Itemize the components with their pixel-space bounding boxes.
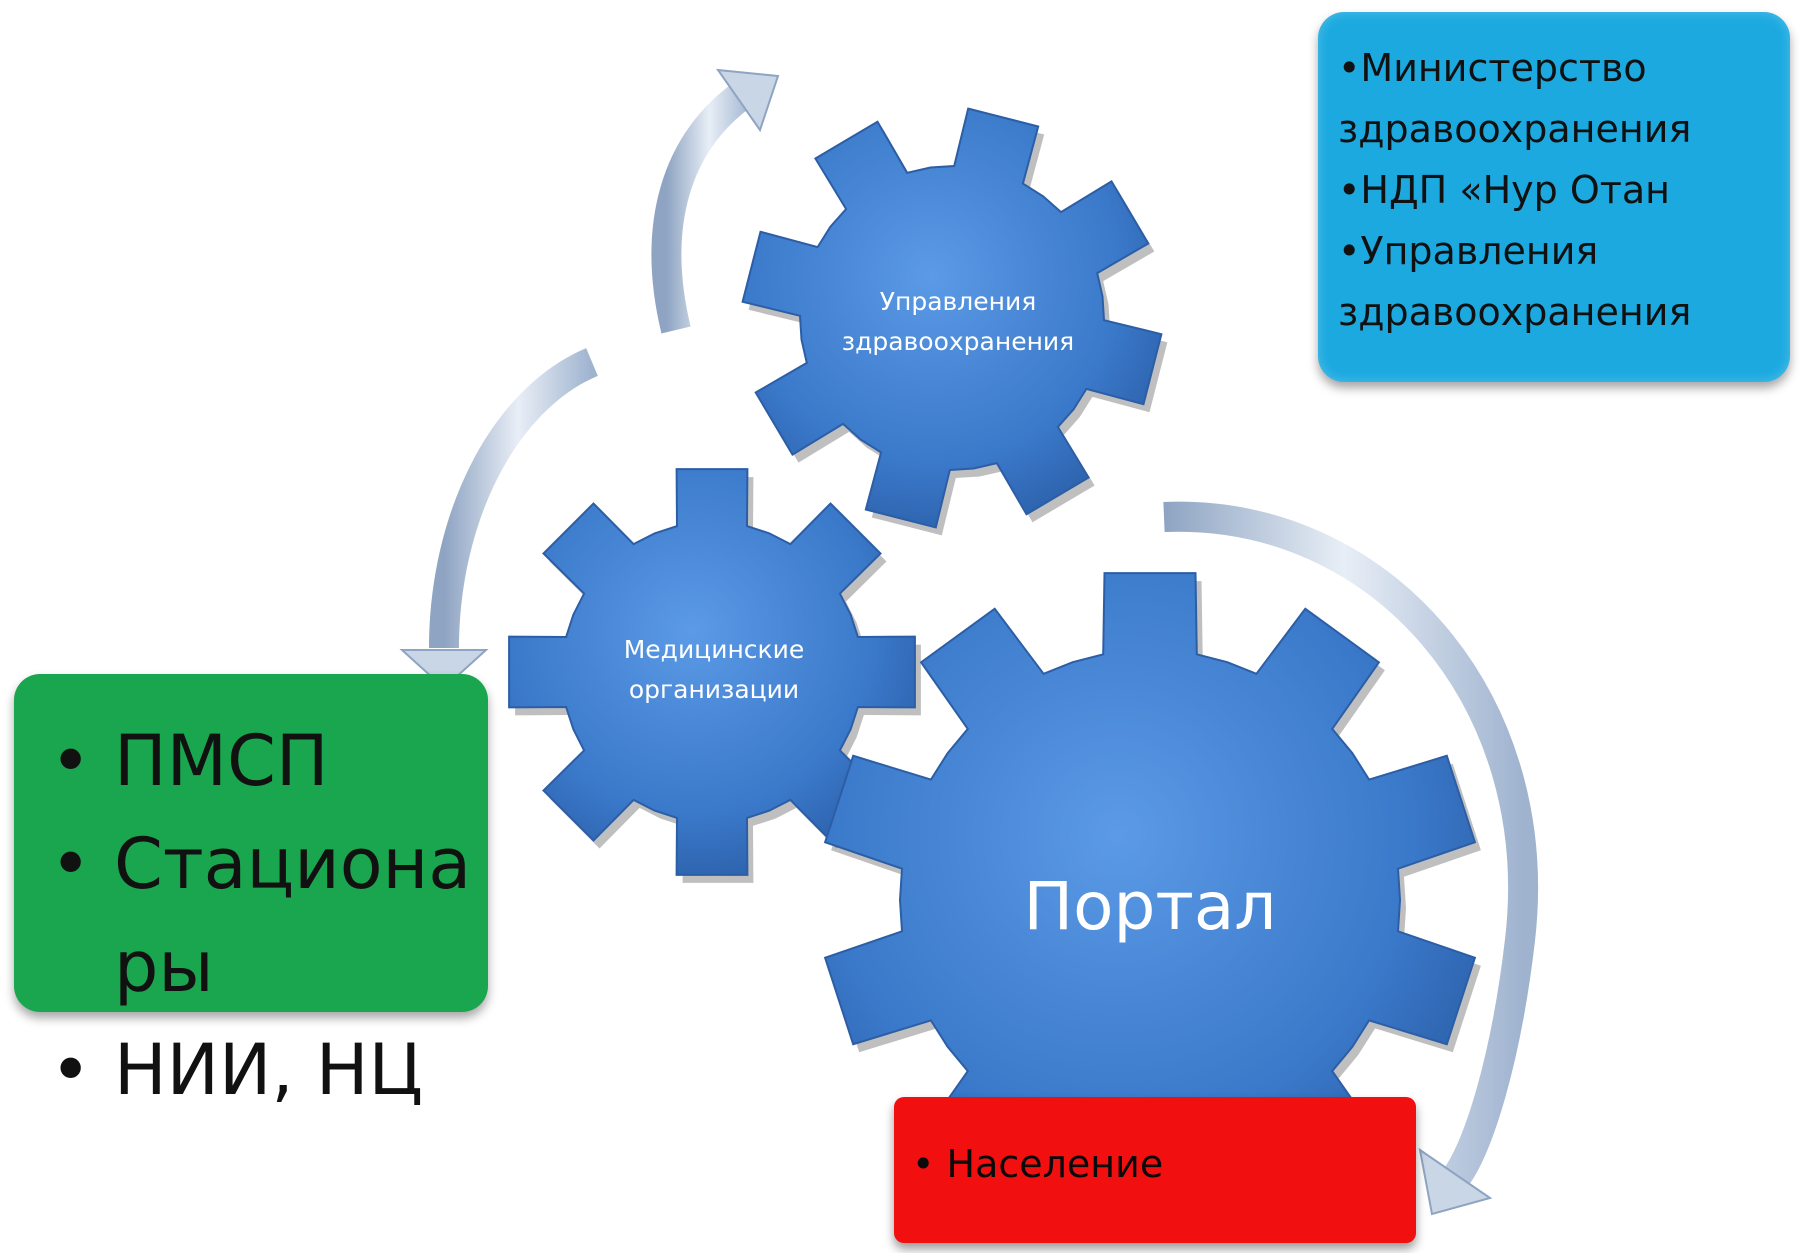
population-item: • Население: [912, 1142, 1164, 1186]
gear-top-label: Управления здравоохранения: [808, 282, 1108, 362]
medical-orgs-item-text: НИИ, НЦ: [114, 1029, 423, 1111]
medical-orgs-item: • ПМСП: [50, 710, 471, 813]
gear-middle-label-line1: Медицинские: [623, 635, 805, 664]
medical-orgs-item: • Стациона: [50, 813, 471, 916]
bullet: •: [50, 1029, 92, 1111]
gear-bottom: [823, 572, 1481, 1235]
authorities-list: •Министерство здравоохранения •НДП «Нур …: [1338, 38, 1778, 343]
medical-orgs-box: [14, 674, 488, 1012]
authorities-line: •Управления: [1338, 229, 1599, 273]
authorities-line: •Министерство: [1338, 46, 1647, 90]
bullet: •: [50, 823, 92, 905]
authorities-line: здравоохранения: [1338, 290, 1692, 334]
arrow-top-curve: [651, 75, 761, 334]
gear-middle-label: Медицинские организации: [564, 630, 864, 710]
gear-top: [741, 107, 1168, 536]
arrow-right-head: [1418, 1147, 1493, 1216]
gear-top-label-line2: здравоохранения: [841, 327, 1075, 356]
authorities-line: •НДП «Нур Отан: [1338, 168, 1671, 212]
medical-orgs-item: ры: [50, 916, 471, 1019]
medical-orgs-item-text: ПМСП: [114, 720, 329, 802]
arrow-right-curve: [1163, 501, 1539, 1190]
arrow-top-head: [715, 68, 780, 133]
medical-orgs-item: • НИИ, НЦ: [50, 1019, 471, 1122]
population-box: [894, 1097, 1416, 1243]
gear-top-label-line1: Управления: [879, 287, 1037, 316]
medical-orgs-item-text: Стациона: [114, 823, 472, 905]
arrow-left-curve: [429, 348, 599, 649]
authorities-box: [1318, 12, 1790, 382]
arrow-left-head: [399, 649, 489, 690]
bullet: [50, 916, 114, 1019]
gear-middle-label-line2: организации: [628, 675, 800, 704]
medical-orgs-list: • ПМСП • Стациона ры • НИИ, НЦ: [50, 710, 471, 1122]
gear-middle: [508, 468, 921, 883]
gear-middle-body: [508, 468, 916, 876]
authorities-line: здравоохранения: [1338, 107, 1692, 151]
gear-top-body: [741, 107, 1163, 529]
medical-orgs-item-text: ры: [114, 926, 214, 1008]
bullet: •: [50, 720, 92, 802]
gear-bottom-label: Портал: [1023, 868, 1277, 945]
